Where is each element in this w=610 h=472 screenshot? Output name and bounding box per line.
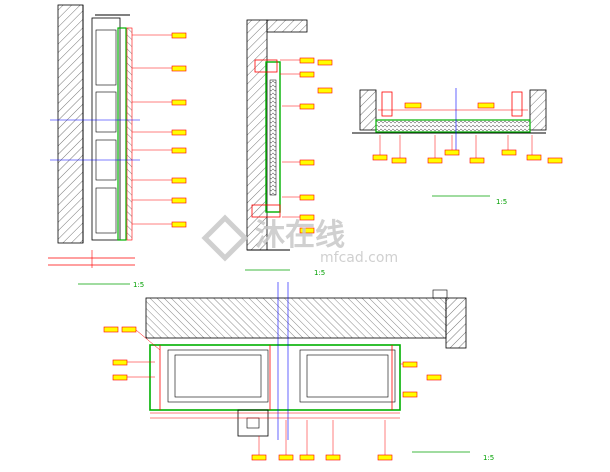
view-1-scale: 1:5 — [133, 281, 144, 289]
view-2-scale: 1:5 — [314, 269, 325, 277]
insulation-strip — [117, 27, 127, 241]
door-leaf — [91, 17, 121, 241]
view-1-vertical-section: 1:5 — [48, 4, 187, 289]
insulation-frame — [149, 344, 401, 411]
watermark-text: 沐在线 — [255, 218, 345, 253]
watermark-sub: mfcad.com — [320, 250, 398, 266]
view-4-plan-section: 1:5 — [103, 282, 494, 462]
watermark: 沐在线 mfcad.com — [201, 214, 398, 266]
slab-hatch — [145, 297, 447, 339]
view-4-scale: 1:5 — [483, 454, 494, 462]
wall-hatch — [57, 4, 84, 244]
callout-tags — [171, 32, 187, 228]
view-2-vertical-section: 1:5 — [245, 19, 333, 277]
insulation-strip — [265, 61, 281, 213]
watermark-logo-icon — [201, 214, 249, 262]
view-3-plan-detail: 1:5 — [352, 88, 563, 206]
view-3-scale: 1:5 — [496, 198, 507, 206]
